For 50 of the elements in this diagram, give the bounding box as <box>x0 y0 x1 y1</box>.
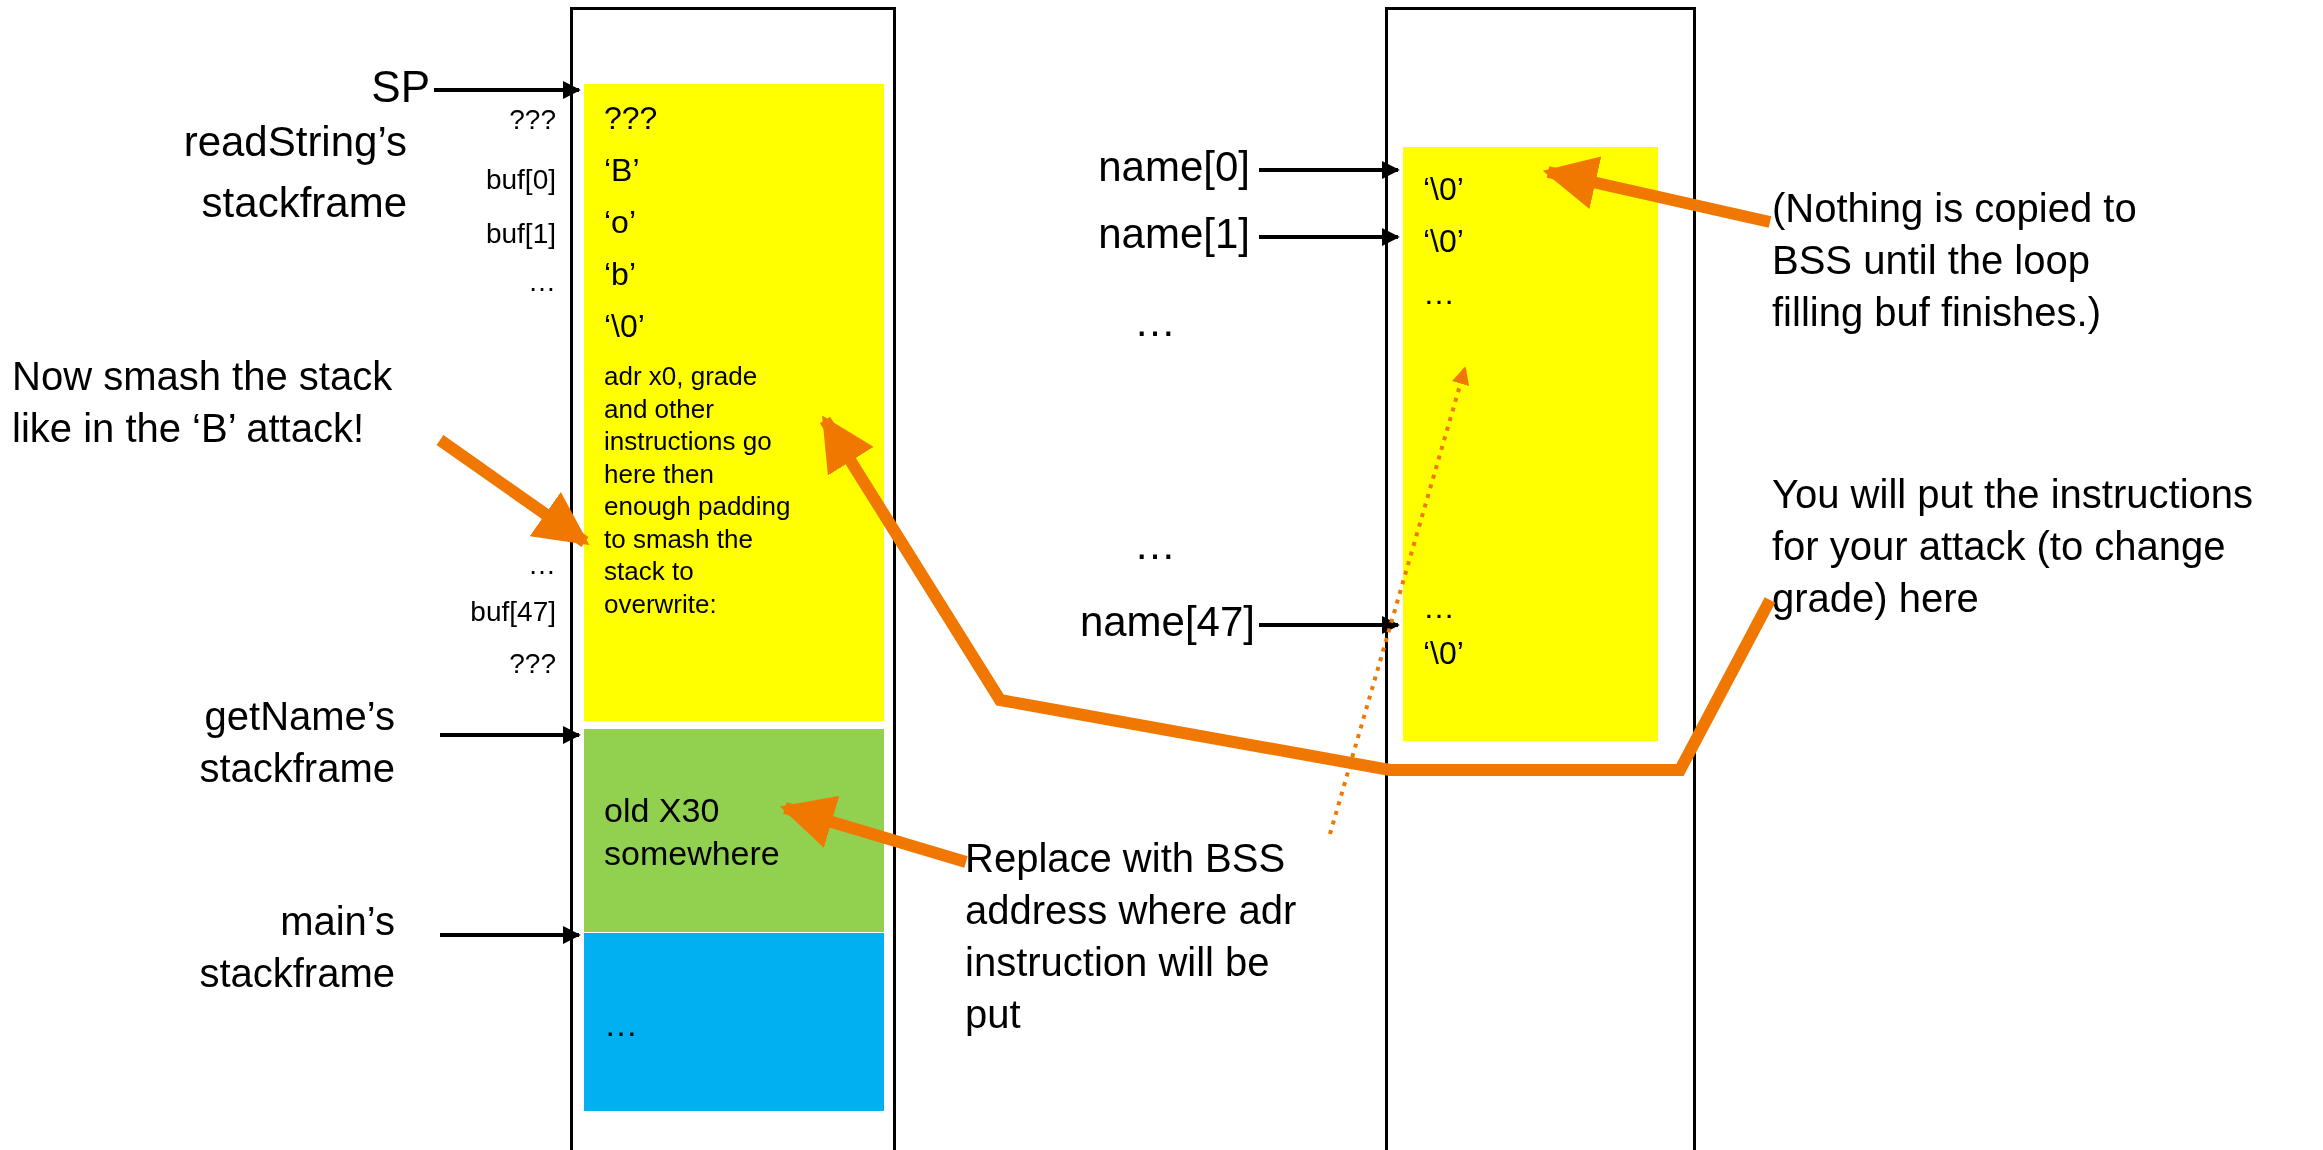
frame-label: getName’s stackframe <box>130 690 395 794</box>
stack-region <box>584 933 884 1111</box>
arrow <box>1542 156 1772 228</box>
cell-value: old X30 somewhere <box>604 790 781 874</box>
pointer-label: name[0] <box>1030 140 1250 195</box>
arrow <box>1259 228 1400 246</box>
memory-label: buf[1] <box>484 217 556 251</box>
cell-value: ‘b’ <box>604 255 636 294</box>
stack-column <box>570 7 896 1150</box>
arrow <box>779 796 968 868</box>
stack-region <box>584 729 884 932</box>
arrow <box>436 435 590 547</box>
cell-value: … <box>1423 588 1455 627</box>
cell-value: ‘B’ <box>604 151 640 190</box>
annotation-text: Replace with BSS address where adr instruction will be put <box>965 832 1325 1040</box>
frame-label: readString’s stackframe <box>182 117 407 228</box>
memory-label: … <box>527 265 556 299</box>
cell-value: ‘\0’ <box>1423 222 1464 261</box>
cell-value: … <box>1423 274 1455 313</box>
arrow <box>440 726 581 744</box>
arrow <box>434 81 581 99</box>
cell-value: ‘o’ <box>604 203 636 242</box>
bss-column <box>1385 7 1696 1150</box>
memory-label: ??? <box>508 103 556 137</box>
pointer-label: name[47] <box>1010 595 1255 650</box>
bss-region <box>1403 147 1658 741</box>
note-text: adr x0, grade and other instructions go here then enough padding to smash the stack to overwrite: <box>604 360 792 620</box>
arrow <box>1259 616 1400 634</box>
ellipsis-label: … <box>1133 297 1177 347</box>
arrow <box>440 926 581 944</box>
pointer-label: SP <box>358 58 430 116</box>
pointer-label: name[1] <box>1030 207 1250 262</box>
arrow <box>819 415 1776 776</box>
memory-label: ??? <box>508 647 556 681</box>
annotation-text: Now smash the stack like in the ‘B’ attack! <box>12 350 432 454</box>
cell-value: … <box>604 1004 638 1045</box>
cell-value: ‘\0’ <box>1423 170 1464 209</box>
cell-value: ‘\0’ <box>604 307 645 346</box>
cell-value: ‘\0’ <box>1423 634 1464 673</box>
frame-label: main’s stackframe <box>130 895 395 999</box>
annotation-text: (Nothing is copied to BSS until the loop filling buf finishes.) <box>1772 182 2152 338</box>
memory-label: buf[0] <box>484 163 556 197</box>
arrow <box>1259 161 1400 179</box>
stack-region <box>584 84 884 721</box>
ellipsis-label: … <box>1133 520 1177 570</box>
cell-value: ??? <box>604 99 658 138</box>
memory-label: … <box>527 548 556 582</box>
memory-label: buf[47] <box>469 595 556 629</box>
annotation-text: You will put the instructions for your attack (to change grade) here <box>1772 468 2262 624</box>
arrow <box>1328 366 1470 835</box>
